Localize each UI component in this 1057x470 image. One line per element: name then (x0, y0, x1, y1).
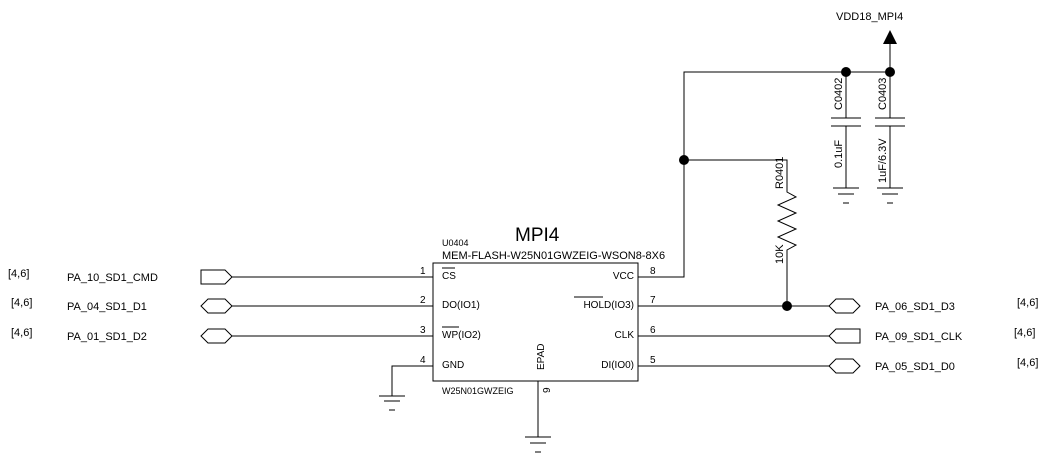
chip-part-number: MEM-FLASH-W25N01GWZEIG-WSON8-8X6 (442, 250, 665, 262)
pin-number-3: 3 (420, 325, 426, 336)
pin-label-clk: CLK (615, 330, 635, 341)
net-name-clk: PA_09_SD1_CLK (875, 331, 963, 343)
junction-dot (885, 67, 895, 77)
wire-pullup (684, 159, 788, 176)
net-ref-cmd: [4,6] (8, 268, 29, 280)
junction-dot (679, 155, 689, 165)
pin-number-8: 8 (650, 266, 656, 277)
chip-value: W25N01GWZEIG (442, 386, 514, 396)
capacitor-c0403 (875, 72, 905, 204)
port-input-cmd (200, 269, 233, 285)
pin-label-do: DO(IO1) (442, 300, 480, 311)
capacitor-c0403-value: 1uF/6.3V (877, 138, 889, 183)
chip-body (432, 262, 639, 382)
pin-label-cs: CS (442, 271, 456, 282)
pin-number-2: 2 (420, 295, 426, 306)
capacitor-c0402-refdes: C0402 (833, 78, 845, 110)
pin-label-vcc: VCC (613, 271, 634, 282)
junction-dot (841, 67, 851, 77)
pin-label-di: DI(IO0) (601, 360, 634, 371)
pin-label-wp: WP(IO2) (442, 330, 481, 341)
chip-refdes: U0404 (442, 238, 469, 248)
net-name-d3: PA_06_SD1_D3 (875, 301, 955, 313)
epad-pin-number: 9 (542, 387, 553, 393)
port-input-clk (828, 328, 861, 344)
net-ref-d2: [4,6] (11, 327, 32, 339)
port-bidir-d3 (828, 298, 861, 314)
pin-number-6: 6 (650, 325, 656, 336)
pin-number-5: 5 (650, 355, 656, 366)
pin-label-hold: HOLD(IO3) (583, 300, 634, 311)
net-ref-d1: [4,6] (11, 297, 32, 309)
port-bidir-d1 (200, 298, 233, 314)
ground-symbol-epad (525, 436, 551, 453)
capacitor-c0402 (831, 72, 861, 204)
power-rail-label: VDD18_MPI4 (836, 11, 903, 23)
net-ref-d3: [4,6] (1017, 297, 1038, 309)
net-ref-d0: [4,6] (1017, 357, 1038, 369)
resistor-value: 10K (774, 244, 786, 264)
capacitor-c0402-value: 0.1uF (833, 140, 845, 168)
power-arrow-icon (883, 30, 897, 44)
resistor-symbol (776, 176, 798, 306)
port-bidir-d0 (828, 358, 861, 374)
net-ref-clk: [4,6] (1014, 327, 1035, 339)
junction-dot (782, 301, 792, 311)
net-name-cmd: PA_10_SD1_CMD (67, 272, 158, 284)
wire-gnd (391, 365, 433, 396)
net-name-d2: PA_01_SD1_D2 (67, 331, 147, 343)
net-name-d1: PA_04_SD1_D1 (67, 301, 147, 313)
capacitor-c0403-refdes: C0403 (877, 78, 889, 110)
schematic-title: MPI4 (515, 225, 560, 246)
ground-symbol-pin4 (379, 395, 405, 411)
port-bidir-d2 (200, 328, 233, 344)
epad-label: EPAD (536, 344, 547, 371)
pin-number-4: 4 (420, 355, 426, 366)
pin-label-gnd: GND (442, 360, 464, 371)
net-name-d0: PA_05_SD1_D0 (875, 361, 955, 373)
wire-vcc (638, 71, 890, 278)
pin-number-7: 7 (650, 295, 656, 306)
pin-number-1: 1 (420, 266, 426, 277)
resistor-refdes: R0401 (774, 157, 786, 189)
